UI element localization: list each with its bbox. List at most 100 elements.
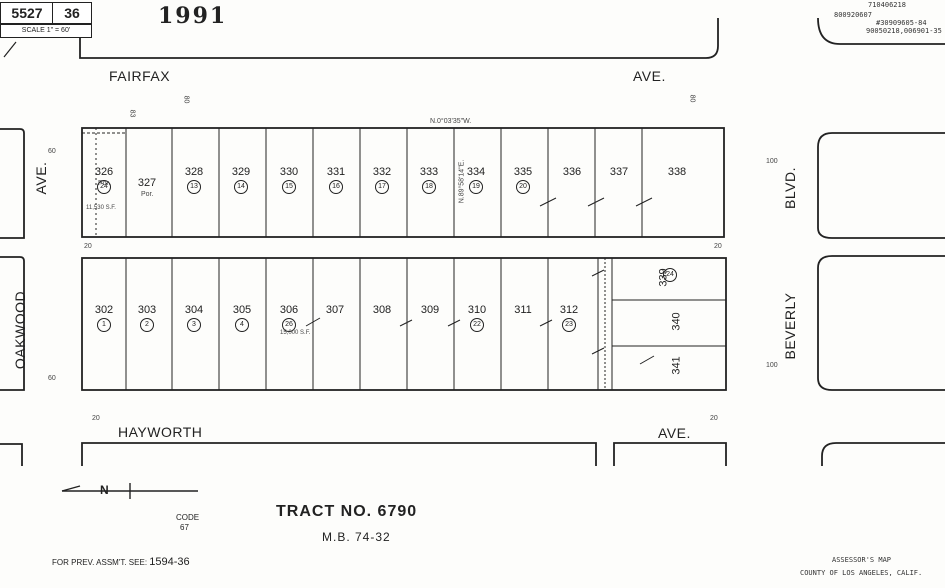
north-parcel-circle: 20 [516,180,530,194]
north-parcel-circle: 18 [422,180,436,194]
south-lot-number: 303 [137,304,157,316]
dim-mid-20-left: 20 [84,243,92,250]
dim-left-60-top: 60 [48,148,56,155]
north-parcel-circle: 15 [282,180,296,194]
north-block [81,127,725,238]
north-lot-number: 332 [372,166,392,178]
south-lot-number: 311 [514,304,532,316]
south-lot-number: 309 [420,304,440,316]
north-parcel-circle: 24 [97,180,111,194]
north-lot-number: 327 [137,177,157,189]
south-parcel-circle: 3 [187,318,201,332]
south-lot-number: 306 [279,304,299,316]
street-beverly-blvd: BLVD. [782,167,798,209]
stamp-4: 90050218,006901-35 [866,27,942,35]
east-lot-number: 341 [670,356,683,375]
north-lot-number: 338 [667,166,687,178]
dim-bearing-2: N.89°58'14"E. [458,159,466,204]
north-lot-number: 326 [94,166,114,178]
street-beverly: BEVERLY [782,292,798,360]
map-scale: SCALE 1" = 60' [0,24,92,38]
north-lot-number: 330 [279,166,299,178]
north-parcel-circle: 14 [234,180,248,194]
east-lot-number: 340 [670,312,683,331]
south-lot-number: 307 [325,304,345,316]
dim-top-80-right: 80 [688,94,696,103]
north-parcel-circle: 17 [375,180,389,194]
street-fairfax: FAIRFAX [109,68,171,84]
north-lot-number: 336 [562,166,582,178]
stamp-1: 710406218 [868,1,906,9]
south-parcel-circle: 26 [282,318,296,332]
south-parcel-circle: 2 [140,318,154,332]
prev-assessment-text: FOR PREV. ASSM'T. SEE: [52,558,150,567]
south-lot-number: 312 [559,304,579,316]
street-fairfax-ave: AVE. [633,68,666,84]
dim-bottom-20-right: 20 [710,415,718,422]
south-parcel-circle: 23 [562,318,576,332]
north-lot-number: 334 [466,166,486,178]
map-book-number: 5527 [0,2,54,24]
beverly-curb-bottom [817,255,945,391]
north-parcel-circle: 13 [187,180,201,194]
dim-right-100-bottom: 100 [766,362,778,369]
north-lot-note: Por. [141,191,154,198]
tract-number: TRACT NO. 6790 [276,503,418,520]
street-oakwood-ave: AVE. [33,161,49,195]
assessor-title: ASSESSOR'S MAP [832,556,892,564]
north-lot-lines [82,128,643,237]
south-lot-lines [125,258,726,390]
lot306-area: 15,000 S.F. [280,330,311,336]
east-parcel-circle: 24 [663,268,677,282]
north-arrow-label: N [100,483,109,497]
fairfax-street-edge [79,18,719,59]
dim-bottom-20-left: 20 [92,415,100,422]
north-parcel-circle: 16 [329,180,343,194]
south-block [81,257,727,391]
assessor-county: COUNTY OF LOS ANGELES, CALIF. [800,569,923,577]
south-lot-number: 305 [232,304,252,316]
lot326-area: 11,530 S.F. [86,205,116,211]
north-lot-number: 331 [326,166,346,178]
prev-assessment-label: FOR PREV. ASSM'T. SEE: 1594-36 [52,557,190,568]
south-lot-number: 302 [94,304,114,316]
street-oakwood: OAKWOOD [12,290,28,370]
corner-mark [3,41,17,58]
north-lot-number: 335 [513,166,533,178]
dim-left-60-bottom: 60 [48,375,56,382]
south-parcel-circle: 1 [97,318,111,332]
code-value: 67 [180,523,189,532]
dim-top-83: 83 [128,109,136,118]
south-lot-number: 308 [372,304,392,316]
revision-year: 1991 [158,3,228,29]
dim-top-80-left: 80 [182,95,190,104]
north-parcel-circle: 19 [469,180,483,194]
dim-bearing: N.0°03'35"W. [430,118,472,125]
north-lot-number: 329 [231,166,251,178]
stamp-2: 800920607 [834,11,872,19]
dim-right-100-top: 100 [766,158,778,165]
south-lot-number: 310 [467,304,487,316]
hayworth-street-edge [81,442,597,466]
code-label: CODE [176,513,200,522]
oakwood-curb-bottom [0,256,25,391]
north-lot-note: Por. [98,180,111,187]
fairfax-beverly-corner [817,17,945,45]
stamp-3: #30909605-84 [876,19,927,27]
map-book-reference: M.B. 74-32 [322,530,391,544]
lot-tie-marks [305,197,655,365]
beverly-curb-top [817,132,945,239]
hayworth-beverly-corner [821,442,945,466]
oakwood-curb-top [0,128,25,239]
north-arrow [61,483,198,499]
map-page-number: 36 [52,2,92,24]
street-hayworth: HAYWORTH [118,424,203,440]
hayworth-street-edge-right [613,442,727,466]
north-lot-number: 337 [609,166,629,178]
hayworth-oakwood-corner [0,443,23,466]
prev-assessment-ref: 1594-36 [149,556,190,568]
north-lot-number: 328 [184,166,204,178]
north-lot-number: 333 [419,166,439,178]
south-parcel-circle: 4 [235,318,249,332]
